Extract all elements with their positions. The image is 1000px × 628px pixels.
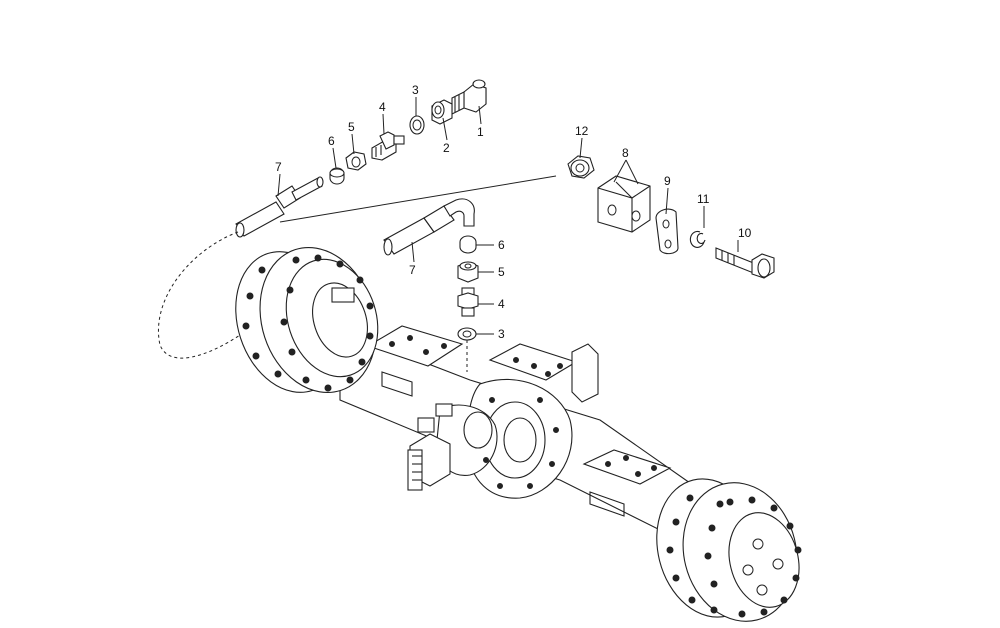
part-4-fitting-mid <box>457 287 479 317</box>
callout-9: 9 <box>664 174 671 188</box>
part-10-bolt <box>715 247 775 279</box>
callout-10: 10 <box>738 226 752 240</box>
hub-left-bolts <box>242 254 374 392</box>
part-7-hose-top <box>235 176 324 238</box>
callout-7-mid: 7 <box>409 263 416 277</box>
axle-assembly <box>339 325 701 531</box>
part-6-cap-top <box>329 167 345 185</box>
part-8-clamp-block <box>597 175 651 233</box>
callout-5-mid: 5 <box>498 265 505 279</box>
trunnion-right <box>571 343 599 403</box>
mount-pad-lower-right <box>582 449 672 485</box>
callout-12: 12 <box>575 124 589 138</box>
callout-11: 11 <box>697 192 710 206</box>
part-11-spring-washer <box>689 230 706 248</box>
callout-4-mid: 4 <box>498 297 505 311</box>
part-6-cap-mid <box>459 235 477 254</box>
part-3-washer-top <box>409 115 425 135</box>
callout-7-top: 7 <box>275 160 282 174</box>
callout-5-top: 5 <box>348 120 355 134</box>
part-3-washer-mid <box>457 327 477 341</box>
hose-routing-dashed <box>158 231 241 359</box>
callout-6-mid: 6 <box>498 238 505 252</box>
part-12-nut <box>567 155 595 179</box>
part-5-nut-mid <box>457 261 479 283</box>
mount-pad-right <box>488 343 578 381</box>
callout-3-top: 3 <box>412 83 419 97</box>
callout-4-top: 4 <box>379 100 386 114</box>
sensor-connector <box>417 403 453 433</box>
callout-1: 1 <box>477 125 484 139</box>
callout-6-top: 6 <box>328 134 335 148</box>
hub-right-bolts <box>666 494 802 618</box>
part-7-hose-mid <box>383 198 475 256</box>
wheel-hub-left <box>235 246 379 394</box>
hose-route-line <box>279 175 557 223</box>
callout-2: 2 <box>443 141 450 155</box>
part-9-plate <box>655 208 679 255</box>
part-4-fitting-top <box>371 131 405 161</box>
callout-3-mid: 3 <box>498 327 505 341</box>
part-5-nut-top <box>345 151 367 171</box>
callout-leaders <box>277 97 739 335</box>
input-flange <box>407 433 451 491</box>
callout-8: 8 <box>622 146 629 160</box>
part-1-connector <box>451 79 487 115</box>
wheel-hub-right <box>656 478 802 622</box>
mount-pad-left <box>366 325 464 367</box>
callout-labels: 1 2 3 4 5 6 7 12 8 9 11 10 7 6 5 4 3 <box>275 83 752 341</box>
part-2-sleeve <box>431 99 453 125</box>
